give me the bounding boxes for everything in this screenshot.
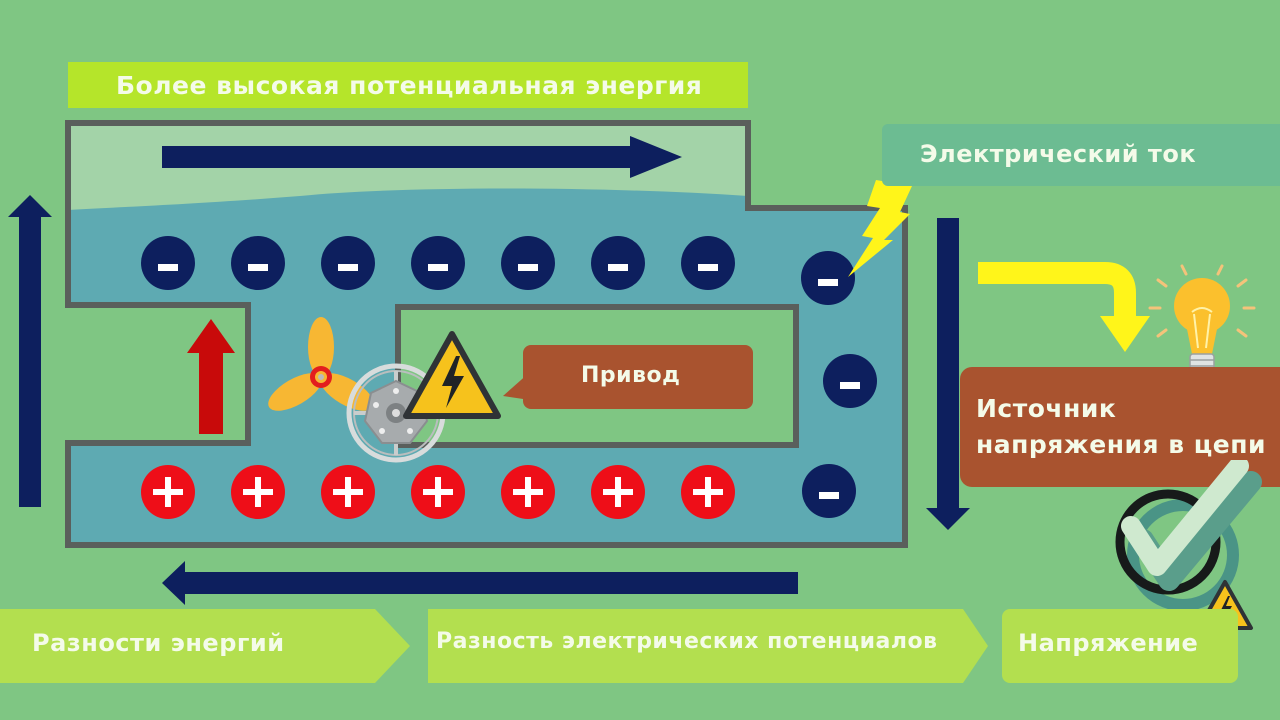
flow-arrow-top-right bbox=[162, 136, 682, 178]
negative-charge bbox=[801, 251, 855, 305]
step-potential-difference: Разность электрических потенциалов bbox=[428, 609, 988, 683]
curved-arrow-to-source bbox=[978, 262, 1150, 352]
negative-charge bbox=[681, 236, 735, 290]
motor-wheel-icon bbox=[346, 363, 446, 463]
negative-charge bbox=[411, 236, 465, 290]
electric-current-label: Электрический ток bbox=[920, 140, 1197, 168]
positive-charge bbox=[231, 465, 285, 519]
high-voltage-warning-icon bbox=[403, 331, 501, 419]
positive-charge bbox=[411, 465, 465, 519]
positive-charge bbox=[141, 465, 195, 519]
drive-callout: Привод bbox=[523, 345, 753, 409]
flow-arrow-left-up bbox=[8, 195, 52, 507]
drive-label: Привод bbox=[581, 363, 681, 388]
pipe-outer-wall bbox=[65, 120, 908, 548]
higher-potential-energy-label: Более высокая потенциальная энергия bbox=[116, 71, 703, 100]
positive-charge bbox=[321, 465, 375, 519]
higher-potential-energy-banner: Более высокая потенциальная энергия bbox=[68, 62, 748, 108]
negative-charge bbox=[501, 236, 555, 290]
light-bulb-icon bbox=[1148, 264, 1256, 373]
charges bbox=[141, 236, 877, 519]
positive-charge bbox=[591, 465, 645, 519]
positive-charge bbox=[681, 465, 735, 519]
electric-current-banner: Электрический ток bbox=[882, 124, 1280, 186]
step-label: Разности энергий bbox=[32, 629, 285, 657]
negative-charge bbox=[141, 236, 195, 290]
step-label: Напряжение bbox=[1018, 629, 1199, 657]
propeller-icon bbox=[268, 317, 374, 411]
lightning-icon bbox=[848, 180, 912, 277]
negative-charge bbox=[231, 236, 285, 290]
negative-charge bbox=[802, 464, 856, 518]
step-label: Разность электрических потенциалов bbox=[436, 629, 938, 654]
flow-arrow-bottom-left bbox=[162, 561, 798, 605]
voltage-source-label: Источник напряжения в цепи bbox=[976, 394, 1267, 459]
step-voltage: Напряжение bbox=[1002, 609, 1238, 683]
negative-charge bbox=[321, 236, 375, 290]
negative-charge bbox=[823, 354, 877, 408]
negative-charge bbox=[591, 236, 645, 290]
flow-arrow-right-down bbox=[926, 218, 970, 530]
positive-charge bbox=[501, 465, 555, 519]
pressure-arrow-up bbox=[187, 319, 235, 434]
step-energy-difference: Разности энергий bbox=[0, 609, 410, 683]
